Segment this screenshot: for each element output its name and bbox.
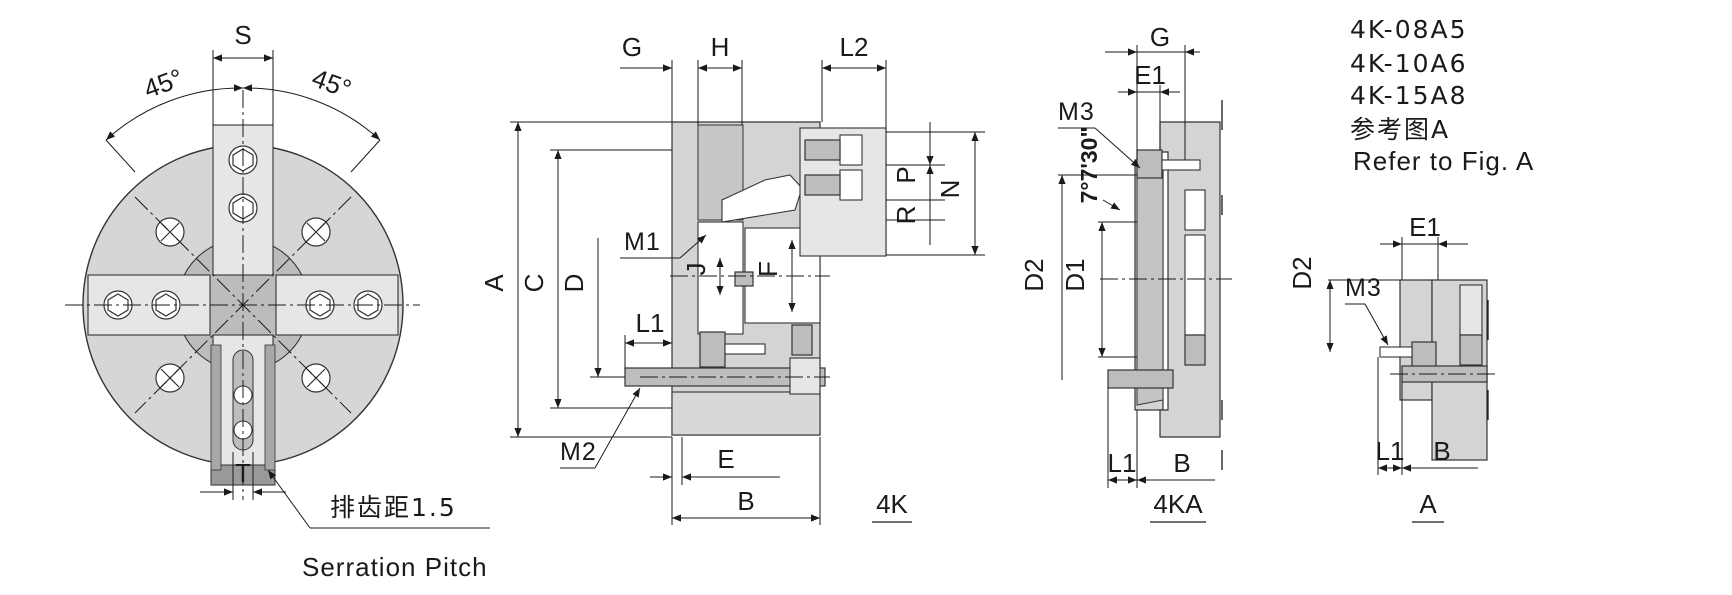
dim-j: J — [681, 263, 711, 276]
refer-cn: 参考图A — [1350, 115, 1450, 144]
model-2: 4K-10A6 — [1350, 49, 1468, 78]
label-m1: M1 — [624, 228, 661, 256]
model-notes: 4K-08A5 4K-10A6 4K-15A8 参考图A Refer to Fi… — [1350, 15, 1534, 176]
label-ka-m3: M3 — [1058, 98, 1095, 126]
dim-h: H — [711, 32, 730, 62]
dim-a-b: B — [1433, 436, 1450, 466]
dim-d: D — [559, 274, 589, 293]
dim-l1: L1 — [636, 308, 665, 338]
serration-pitch-en: Serration Pitch — [302, 552, 488, 582]
dim-s: S — [234, 20, 251, 50]
dim-ka-d1: D1 — [1060, 258, 1090, 291]
dim-g: G — [622, 32, 642, 62]
fig-a: E1 D2 M3 L1 B A — [1287, 212, 1495, 523]
dim-a-l1: L1 — [1376, 436, 1405, 466]
dim-r: R — [891, 206, 921, 225]
side-view-4k: G H L2 P R N A C D J F — [479, 32, 985, 525]
refer-en: Refer to Fig. A — [1353, 146, 1534, 176]
label-m2: M2 — [560, 438, 597, 466]
dim-angle-right: 45° — [308, 62, 355, 104]
label-a-m3: M3 — [1345, 274, 1382, 302]
dim-ka-l1: L1 — [1108, 448, 1137, 478]
dim-n: N — [935, 180, 965, 199]
dim-ka-e1: E1 — [1134, 60, 1166, 90]
front-view: S 45° 45° T 排齿距1.5 Serration Pitch — [65, 20, 490, 582]
model-3: 4K-15A8 — [1350, 81, 1468, 110]
caption-4ka: 4KA — [1153, 489, 1203, 519]
dim-b: B — [737, 486, 754, 516]
dim-c: C — [519, 274, 549, 293]
dim-ka-g: G — [1150, 22, 1170, 52]
dim-ka-b: B — [1173, 448, 1190, 478]
serration-pitch-cn: 排齿距1.5 — [330, 493, 457, 522]
dim-l2: L2 — [840, 32, 869, 62]
caption-a: A — [1419, 489, 1437, 519]
dim-a-d2: D2 — [1287, 256, 1317, 289]
dim-e: E — [717, 444, 734, 474]
dim-t: T — [235, 458, 251, 488]
model-1: 4K-08A5 — [1350, 15, 1468, 44]
caption-4k: 4K — [876, 489, 908, 519]
dim-ka-d2: D2 — [1019, 258, 1049, 291]
dim-a: A — [479, 274, 509, 292]
dim-a-e1: E1 — [1409, 212, 1441, 242]
dim-f: F — [753, 261, 783, 277]
side-view-4ka: G E1 M3 7°7'30" D2 D1 L1 B 4KA — [1019, 22, 1232, 523]
dim-ka-angle: 7°7'30" — [1076, 127, 1102, 204]
dim-p: P — [891, 166, 921, 183]
